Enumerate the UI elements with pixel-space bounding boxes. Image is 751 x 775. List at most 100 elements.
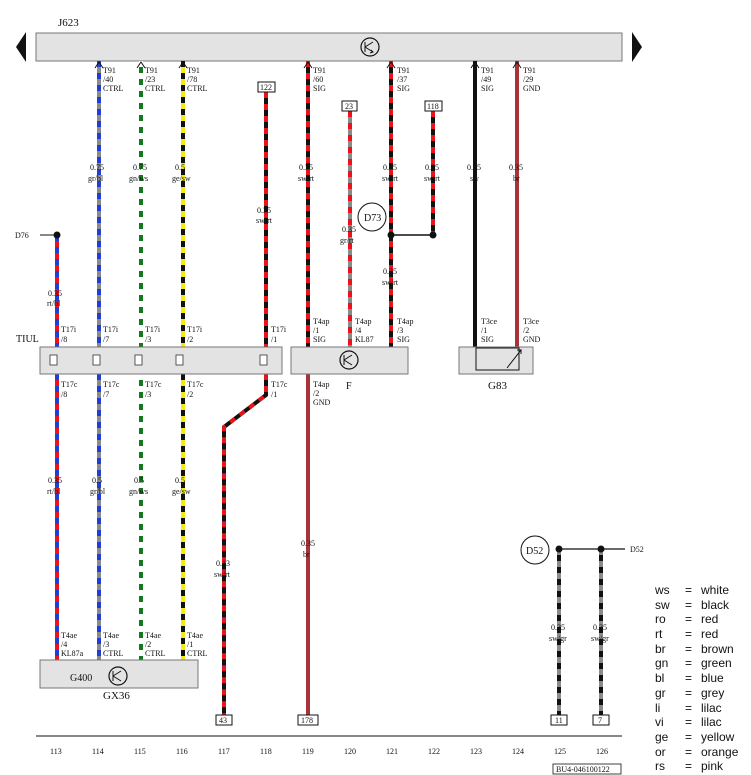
pin-t91-29-num: /29 — [523, 75, 533, 84]
pin-t4ae-1-sig: CTRL — [187, 649, 208, 658]
legend-equals: = — [685, 729, 693, 744]
spec-123-up-color: sw — [470, 174, 479, 183]
pin-t3ce-2: T3ce — [523, 317, 539, 326]
pin-t91-37: T91 — [397, 66, 410, 75]
pin-t4ae-3-sig: CTRL — [103, 649, 124, 658]
legend-equals: = — [685, 627, 693, 642]
legend-equals: = — [685, 671, 693, 686]
pin-t17i-7-num: /7 — [103, 335, 109, 344]
box-23: 23 — [345, 102, 353, 111]
legend-color-name: red — [701, 627, 719, 642]
j623-label: J623 — [58, 17, 79, 29]
d76-label: D76 — [15, 231, 29, 240]
spec-117-lo-color: sw/rt — [214, 570, 231, 579]
legend-row: gr=grey — [655, 686, 738, 701]
pin-t4ap-4-num: /4 — [355, 326, 361, 335]
legend-equals: = — [685, 641, 693, 656]
legend-row: li=lilac — [655, 701, 738, 716]
transistor-icon — [360, 37, 380, 57]
spec-116-lo-size: 0.5 — [175, 476, 185, 485]
pin-t4ae-2-num: /2 — [145, 640, 151, 649]
pin-t4ae-4-sig: KL87a — [61, 649, 84, 658]
terminal-arrow — [470, 61, 480, 69]
pin-t17i-2: T17i — [187, 325, 203, 334]
pin-t3ce-1: T3ce — [481, 317, 497, 326]
legend-color-name: pink — [701, 759, 724, 774]
pin-t17c-8: T17c — [61, 380, 78, 389]
pin-t17c-8-num: /8 — [61, 390, 67, 399]
legend-color-name: yellow — [701, 729, 735, 744]
pin-t3ce-2-sig: GND — [523, 335, 541, 344]
pin-t17i-8: T17i — [61, 325, 77, 334]
pin-t17c-7-num: /7 — [103, 390, 109, 399]
tiul-label: TIUL — [16, 334, 39, 345]
pin-t4ae-2: T4ae — [145, 631, 161, 640]
pin-t4ap-3: T4ap — [397, 317, 413, 326]
tiul-connector: TIUL — [16, 334, 283, 375]
spec-121-b-size: 0.35 — [383, 267, 397, 276]
legend-abbr: or — [655, 744, 666, 759]
column-number: 126 — [596, 747, 608, 756]
pin-t4ae-2-sig: CTRL — [145, 649, 166, 658]
spec-116-up-size: 0.5 — [175, 163, 185, 172]
legend-row: rs=pink — [655, 759, 738, 774]
legend-equals: = — [685, 685, 693, 700]
legend-abbr: ro — [655, 612, 666, 627]
wire-spec-labels: 0.75 gr/bl 0.75 gn/ws 0.5 ge/sw 0.35 sw/… — [47, 163, 609, 643]
g400-label: G400 — [70, 673, 92, 684]
terminal-arrow — [178, 61, 188, 69]
column-number: 120 — [344, 747, 356, 756]
pin-t91-60-num: /60 — [313, 75, 323, 84]
legend-row: ws=white — [655, 583, 738, 598]
column-number: 125 — [554, 747, 566, 756]
pin-t17c-1-num: /1 — [271, 390, 277, 399]
spec-118-up-color: sw/rt — [256, 216, 273, 225]
pin-t4ap-2-sig: GND — [313, 398, 331, 407]
pin-t17c-3-num: /3 — [145, 390, 151, 399]
legend-row: bl=blue — [655, 671, 738, 686]
spec-126-color: sw/gr — [591, 634, 609, 643]
reference-code: BU4-046100122 — [556, 765, 610, 774]
pin-t91-40-sig: CTRL — [103, 84, 124, 93]
box-43: 43 — [219, 716, 227, 725]
pin-t4ap-1-num: /1 — [313, 326, 319, 335]
column-number: 121 — [386, 747, 398, 756]
spec-126-size: 0.35 — [593, 623, 607, 632]
pin-t17i-3-num: /3 — [145, 335, 151, 344]
pin-t17c-1: T17c — [271, 380, 288, 389]
spec-115-up-color: gn/ws — [129, 174, 148, 183]
pin-t4ap-3-num: /3 — [397, 326, 403, 335]
legend-equals: = — [685, 583, 693, 597]
spec-116-up-color: ge/sw — [172, 174, 191, 183]
spec-116-lo-color: ge/sw — [172, 487, 191, 496]
column-number: 117 — [218, 747, 230, 756]
pin-t91-60: T91 — [313, 66, 326, 75]
spec-118-up-size: 0.35 — [257, 206, 271, 215]
j623-module: J623 — [16, 17, 642, 62]
pin-t91-40-num: /40 — [103, 75, 113, 84]
legend-row: gn=green — [655, 656, 738, 671]
column-number: 115 — [134, 747, 146, 756]
spec-113-up-color: rt/bl — [47, 299, 61, 308]
column-number: 122 — [428, 747, 440, 756]
transistor-icon — [108, 666, 128, 686]
spec-119-up-size: 0.35 — [299, 163, 313, 172]
pin-t4ap-1: T4ap — [313, 317, 329, 326]
pin-t91-49-num: /49 — [481, 75, 491, 84]
spec-122-up-color: sw/rt — [424, 174, 441, 183]
spec-124-up-color: br — [513, 174, 520, 183]
spec-119-lo-size: 0.35 — [301, 539, 315, 548]
legend-color-name: brown — [701, 641, 734, 656]
pin-labels: T91 /40 CTRL T91 /23 CTRL T91 /78 CTRL T… — [61, 66, 541, 658]
legend-equals: = — [685, 612, 693, 627]
pin-t91-37-sig: SIG — [397, 84, 410, 93]
g83-label: G83 — [488, 380, 507, 392]
pin-t4ae-4-num: /4 — [61, 640, 67, 649]
pin-t4ap-2-num: /2 — [313, 389, 319, 398]
wire-117-lower-stripe — [222, 374, 268, 715]
legend-abbr: rs — [655, 759, 665, 774]
spec-115-up-size: 0.75 — [133, 163, 147, 172]
legend-abbr: gn — [655, 656, 669, 671]
